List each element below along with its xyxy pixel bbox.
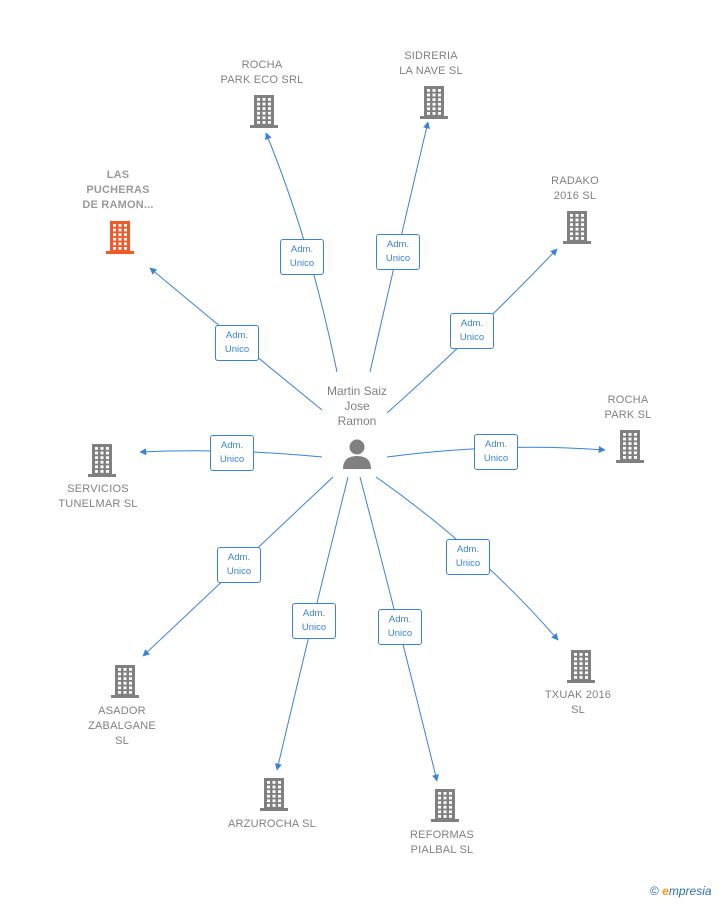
company-rocha-park[interactable]: ROCHA PARK SL	[578, 393, 678, 423]
building-icon[interactable]	[86, 443, 118, 484]
building-icon[interactable]	[565, 649, 597, 690]
role-box-reformas-pialbal: Adm. Unico	[378, 609, 422, 645]
role-box-txuak-2016: Adm. Unico	[446, 539, 490, 575]
building-icon[interactable]	[109, 664, 141, 705]
company-txuak-2016[interactable]: TXUAK 2016 SL	[528, 688, 628, 718]
brand-name: mpresia	[668, 884, 712, 898]
building-icon[interactable]	[429, 788, 461, 829]
role-box-servicios-tunelmar: Adm. Unico	[210, 435, 254, 471]
company-rocha-park-eco[interactable]: ROCHA PARK ECO SRL	[212, 58, 312, 88]
company-sidreria-la-nave[interactable]: SIDRERIA LA NAVE SL	[381, 49, 481, 79]
building-icon[interactable]	[418, 85, 450, 126]
company-name[interactable]: SIDRERIA LA NAVE SL	[399, 50, 463, 77]
company-name[interactable]: TXUAK 2016 SL	[544, 689, 612, 716]
role-box-rocha-park: Adm. Unico	[474, 434, 518, 470]
person-icon[interactable]	[342, 438, 372, 470]
building-icon[interactable]	[104, 220, 136, 261]
building-icon[interactable]	[561, 210, 593, 251]
company-name[interactable]: REFORMAS PIALBAL SL	[410, 829, 474, 856]
building-icon[interactable]	[258, 777, 290, 818]
company-name[interactable]: SERVICIOS TUNELMAR SL	[58, 483, 138, 510]
company-name[interactable]: ASADOR ZABALGANE SL	[88, 705, 156, 747]
company-name[interactable]: ARZUROCHA SL	[228, 818, 316, 830]
company-radako-2016[interactable]: RADAKO 2016 SL	[525, 174, 625, 204]
company-servicios-tunelmar[interactable]: SERVICIOS TUNELMAR SL	[48, 482, 148, 512]
role-box-arzurocha: Adm. Unico	[292, 603, 336, 639]
empresia-logo: © empresia	[650, 884, 712, 898]
company-name[interactable]: ROCHA PARK SL	[604, 394, 652, 421]
company-name[interactable]: RADAKO 2016 SL	[551, 175, 599, 202]
company-reformas-pialbal[interactable]: REFORMAS PIALBAL SL	[392, 828, 492, 858]
person-name[interactable]: Martin Saiz Jose Ramon	[326, 384, 388, 428]
role-box-las-pucheras: Adm. Unico	[215, 325, 259, 361]
role-box-sidreria-la-nave: Adm. Unico	[376, 234, 420, 270]
role-box-radako-2016: Adm. Unico	[450, 313, 494, 349]
company-asador-zabalgane[interactable]: ASADOR ZABALGANE SL	[72, 704, 172, 749]
company-arzurocha[interactable]: ARZUROCHA SL	[222, 817, 322, 832]
building-icon[interactable]	[614, 429, 646, 470]
role-box-rocha-park-eco: Adm. Unico	[280, 239, 324, 275]
company-name[interactable]: LAS PUCHERAS DE RAMON...	[82, 169, 154, 211]
building-icon[interactable]	[248, 94, 280, 135]
company-las-pucheras[interactable]: LAS PUCHERAS DE RAMON...	[68, 168, 168, 213]
role-box-asador-zabalgane: Adm. Unico	[217, 547, 261, 583]
company-name[interactable]: ROCHA PARK ECO SRL	[220, 59, 304, 86]
brand-initial: e	[662, 884, 669, 898]
copyright-icon: ©	[650, 884, 659, 898]
